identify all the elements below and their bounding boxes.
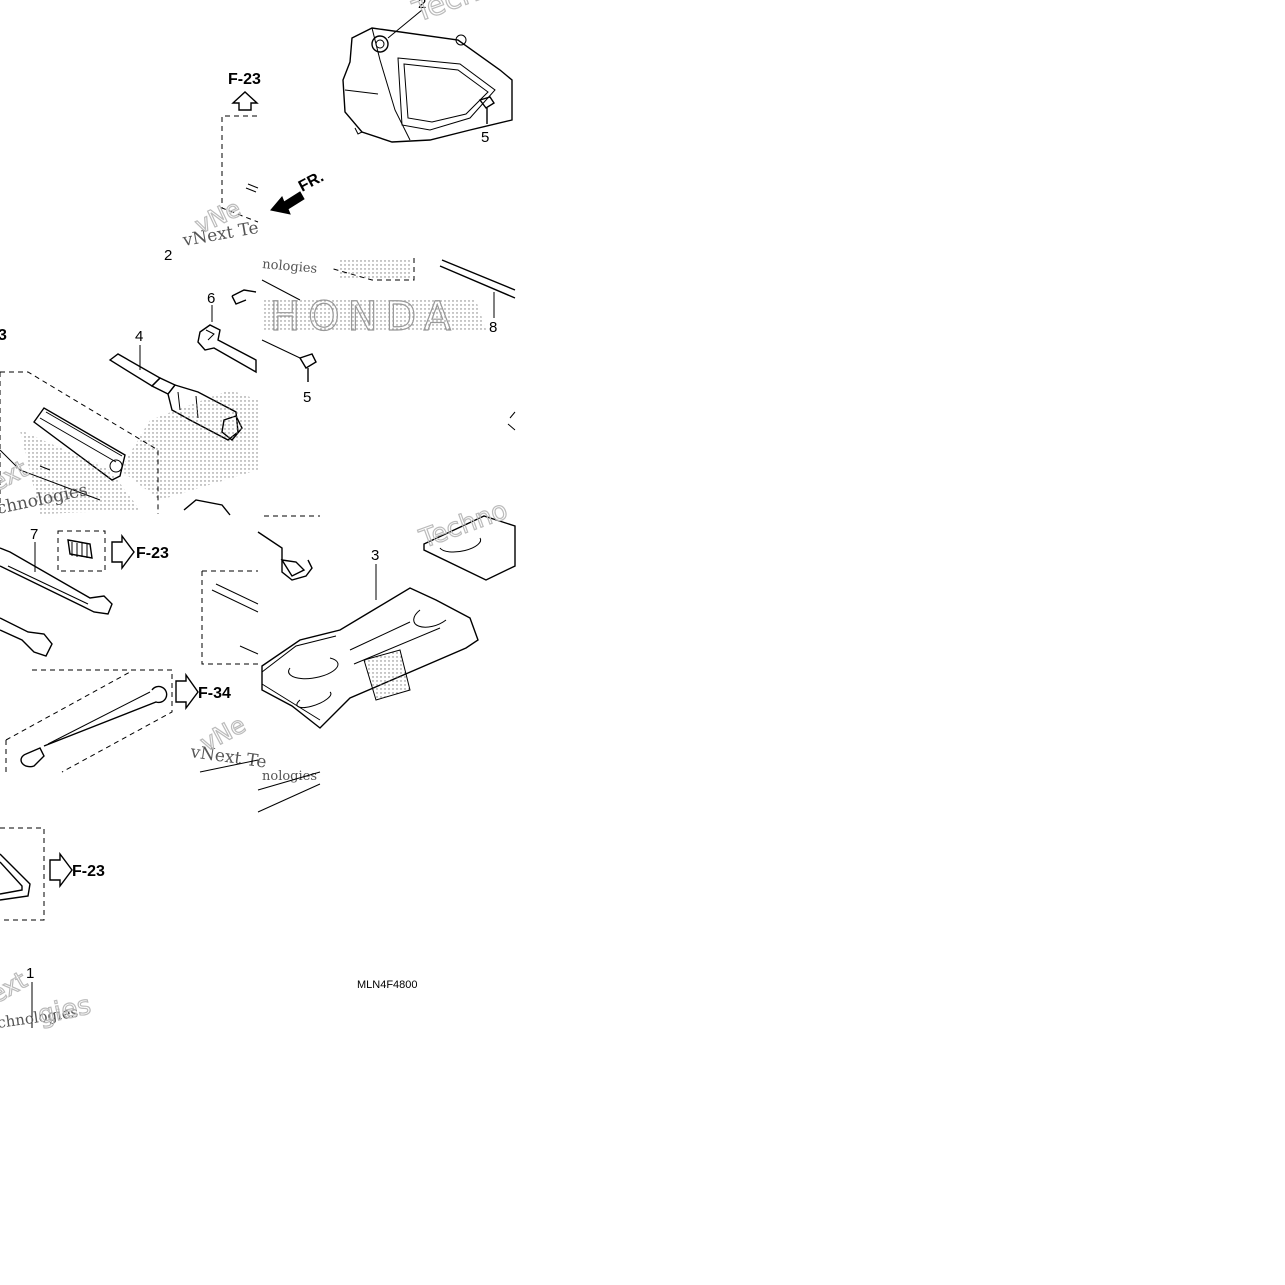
wrench-6 (197, 289, 257, 374)
callout-4: 4 (135, 328, 143, 345)
ref-f34: F-34 (198, 685, 231, 702)
front-arrow-icon (270, 191, 305, 215)
callout-3-left: 3 (0, 327, 7, 344)
part-code-label: MLN4F4800 (357, 979, 418, 991)
callout-5-mid: 5 (303, 389, 311, 406)
plug-wrench-4 (108, 345, 258, 500)
hex-key (0, 853, 31, 901)
front-label: FR. (296, 168, 327, 195)
callout-2-top: 2 (418, 0, 426, 12)
callout-2-mid: 2 (164, 247, 172, 264)
ref-arrow-f23-b-icon (49, 851, 73, 889)
ref-f23-b: F-23 (72, 863, 105, 880)
manual-paper (423, 515, 516, 581)
svg-text:nologies: nologies (262, 257, 318, 277)
callout-6: 6 (207, 290, 215, 307)
ref-f23-top: F-23 (228, 71, 261, 88)
screw-5-top (478, 96, 495, 124)
ref-f23-a: F-23 (136, 545, 169, 562)
tool-box-dashed (201, 570, 258, 665)
strap-8 (439, 259, 516, 318)
callout-8: 8 (489, 319, 497, 336)
ref-arrow-up-icon (231, 91, 259, 111)
callout-1: 1 (26, 965, 34, 982)
wrench-center (257, 531, 313, 581)
ref-arrow-f23-a-icon (111, 533, 135, 571)
ref-arrow-f34-icon (175, 672, 199, 711)
svg-text:gies: gies (35, 990, 93, 1030)
cable-tool (20, 685, 168, 768)
cable-dashed-box (5, 669, 173, 773)
tool-bag-cover-group (342, 9, 513, 143)
screw-5-mid (298, 353, 317, 382)
callout-3-bag: 3 (371, 547, 379, 564)
watermark-techno-bottom: Techno (415, 495, 511, 555)
wrench-7 (0, 547, 113, 657)
wrench-set-dashed-box (0, 827, 45, 921)
screwdriver-dashed-box (0, 371, 159, 514)
watermark-techno-top: Techno (408, 0, 519, 30)
watermark-honda: HONDA (270, 294, 459, 340)
svg-text:nologies: nologies (262, 769, 317, 784)
callout-5-top: 5 (481, 129, 489, 146)
callout-7: 7 (30, 526, 38, 543)
screwdriver-handle (20, 407, 140, 514)
tool-bag-3 (261, 587, 479, 729)
clip-box (57, 530, 106, 572)
honda-logo-dots (262, 298, 486, 330)
kit-bag-dashed-outline (221, 115, 259, 223)
